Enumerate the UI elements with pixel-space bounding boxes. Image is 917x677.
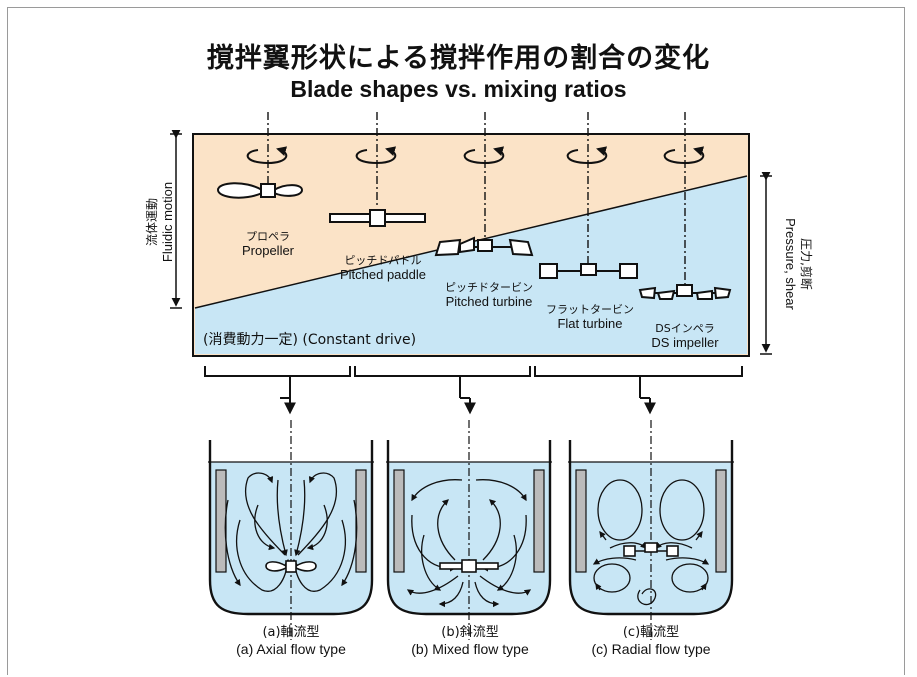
pressure-shear-arrow xyxy=(760,171,772,355)
tank-axial xyxy=(208,420,374,640)
fluidic-motion-label: 流体運動 Fluidic motion xyxy=(143,177,179,267)
rotation-arrows xyxy=(246,146,705,165)
impeller-label-ds-impeller: DSインペラ DS impeller xyxy=(651,322,719,350)
impeller-label-propeller: プロペラ Propeller xyxy=(241,230,295,258)
grouping-brackets xyxy=(204,366,743,415)
impeller-label-flat-turbine: フラットタービン Flat turbine xyxy=(546,303,634,331)
pitched-paddle-impeller xyxy=(329,209,426,227)
impeller-label-pitched-turbine: ピッチドタービン Pitched turbine xyxy=(445,281,533,309)
pressure-shear-en: Pressure, shear xyxy=(783,218,798,310)
pressure-shear-jp: 圧力,剪断 xyxy=(799,238,813,290)
tank-mixed xyxy=(386,420,552,640)
propeller-impeller xyxy=(216,182,304,199)
flow-label-radial: (c)輻流型 (c) Radial flow type xyxy=(591,625,711,657)
fluidic-motion-arrow xyxy=(170,129,182,309)
flow-label-mixed: (b)斜流型 (b) Mixed flow type xyxy=(411,625,529,657)
flow-label-axial: (a)軸流型 (a) Axial flow type xyxy=(236,625,346,657)
tank-radial xyxy=(568,420,734,640)
constant-drive-label: (消費動力一定) (Constant drive) xyxy=(203,332,417,348)
title-english: Blade shapes vs. mixing ratios xyxy=(290,76,627,102)
figure-frame xyxy=(7,7,905,675)
fluidic-motion-en: Fluidic motion xyxy=(160,181,175,263)
impeller-label-pitched-paddle: ピッチドパドル Pitched paddle xyxy=(339,254,426,282)
flat-turbine-impeller xyxy=(539,263,638,279)
shafts xyxy=(267,112,686,292)
fluidic-motion-jp: 流体運動 xyxy=(145,198,159,247)
shear-region xyxy=(195,176,747,354)
pitched-turbine-impeller xyxy=(434,236,534,257)
ds-impeller xyxy=(638,284,732,300)
title-japanese: 撹拌翼形状による撹拌作用の割合の変化 xyxy=(206,43,711,74)
pressure-shear-label: 圧力,剪断 Pressure, shear xyxy=(779,209,815,319)
